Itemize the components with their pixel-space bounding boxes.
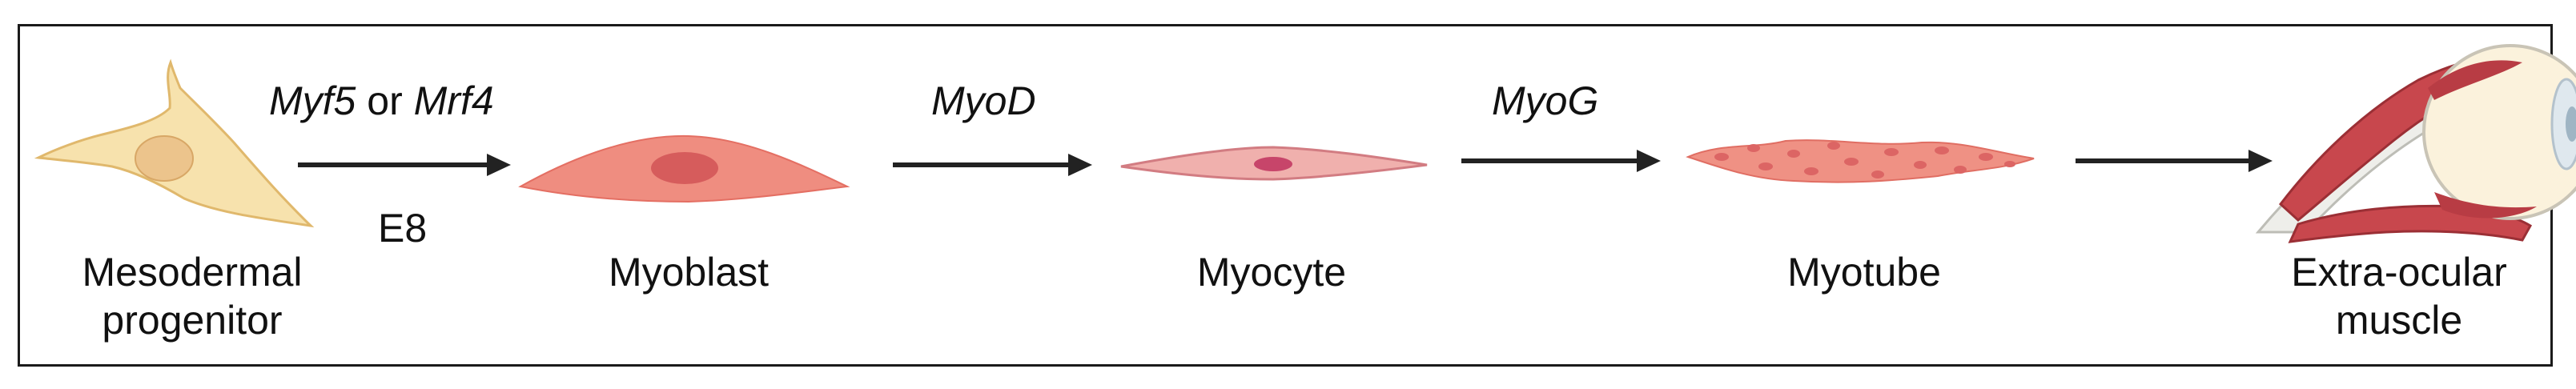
transition-1-stage-label: E8 xyxy=(378,206,428,251)
arrows xyxy=(298,150,2273,176)
stage-label-myocyte: Myocyte xyxy=(1127,248,1416,296)
stage-label-extra-ocular-muscle: Extra-ocular muscle xyxy=(2255,248,2543,344)
transition-1-genes: Myf5 or Mrf4 xyxy=(269,77,494,125)
arrow-1 xyxy=(298,154,511,176)
eyeball xyxy=(2422,44,2576,220)
gene-mrf4: Mrf4 xyxy=(413,78,494,123)
stage-label-line: Extra-ocular xyxy=(2291,250,2507,295)
progenitor-nucleus xyxy=(135,135,194,182)
cornea xyxy=(2550,78,2576,170)
myocyte-cell xyxy=(1120,146,1428,181)
gene-myog: MyoG xyxy=(1492,78,1599,123)
mesodermal-progenitor-cell xyxy=(34,58,315,228)
stage-label-myotube: Myotube xyxy=(1720,248,2008,296)
stage-label-line: muscle xyxy=(2335,298,2463,343)
arrow-4 xyxy=(2076,150,2273,172)
stage-label-mesodermal-progenitor: Mesodermal progenitor xyxy=(48,248,336,344)
stage-label-line: progenitor xyxy=(102,298,283,343)
myoblast-cell xyxy=(518,134,850,203)
gene-myf5: Myf5 xyxy=(269,78,356,123)
myocyte-nucleus xyxy=(1254,157,1292,171)
stage-label-line: Mesodermal xyxy=(82,250,303,295)
gene-myod: MyoD xyxy=(931,78,1036,123)
transition-3-genes: MyoG xyxy=(1492,77,1598,125)
extra-ocular-muscle-illustration xyxy=(2255,44,2576,243)
stage-label-line: Myocyte xyxy=(1196,250,1347,295)
myoblast-nucleus xyxy=(651,152,718,184)
stage-label-line: Myoblast xyxy=(608,250,770,295)
arrow-2 xyxy=(893,154,1092,176)
stage-label-myoblast: Myoblast xyxy=(545,248,833,296)
gene-connector: or xyxy=(367,78,403,123)
diagram-frame xyxy=(18,24,2553,367)
arrow-3 xyxy=(1461,150,1661,172)
myotube-nuclei xyxy=(1714,142,2015,178)
transition-2-genes: MyoD xyxy=(931,77,1036,125)
myotube-cell xyxy=(1686,139,2035,183)
stage-label-line: Myotube xyxy=(1787,250,1941,295)
